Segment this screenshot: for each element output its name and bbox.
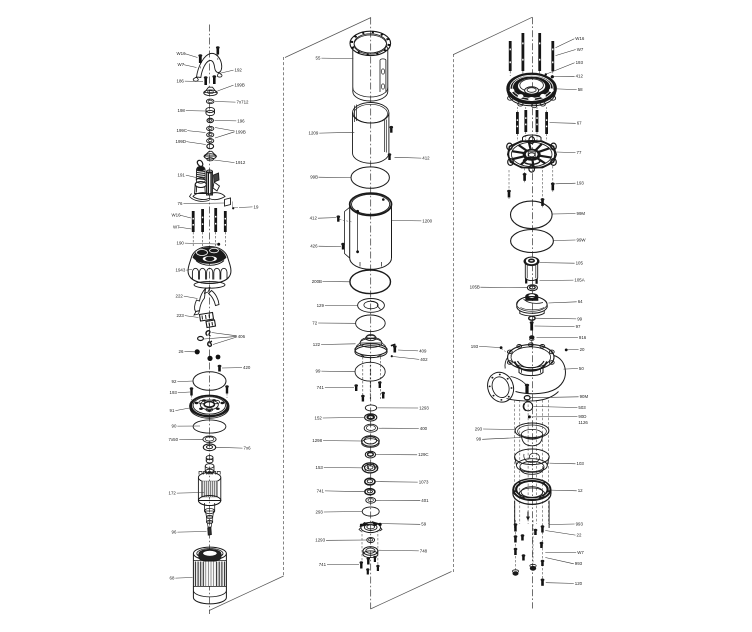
svg-text:W7: W7 (178, 62, 185, 67)
svg-text:99: 99 (476, 437, 481, 442)
svg-text:412: 412 (310, 216, 318, 221)
svg-text:193: 193 (170, 390, 178, 395)
svg-text:993: 993 (575, 561, 583, 566)
svg-text:198: 198 (178, 108, 186, 113)
svg-text:1073: 1073 (419, 480, 429, 485)
svg-text:W16: W16 (172, 213, 182, 218)
svg-text:90M: 90M (580, 394, 589, 399)
svg-text:199D: 199D (176, 139, 187, 144)
svg-text:993: 993 (576, 521, 584, 526)
svg-text:503: 503 (578, 405, 586, 410)
svg-text:129C: 129C (418, 452, 429, 457)
svg-text:193: 193 (577, 181, 585, 186)
svg-text:W7: W7 (577, 47, 584, 52)
svg-text:12: 12 (578, 488, 583, 493)
svg-text:196: 196 (237, 118, 245, 123)
svg-text:199B: 199B (236, 129, 246, 134)
svg-text:426: 426 (310, 244, 318, 249)
svg-text:103: 103 (577, 461, 585, 466)
svg-text:105: 105 (576, 261, 584, 266)
svg-text:191: 191 (178, 173, 186, 178)
svg-text:77: 77 (577, 150, 582, 155)
svg-text:400: 400 (420, 426, 428, 431)
svg-text:172: 172 (169, 491, 177, 496)
svg-text:97: 97 (576, 324, 581, 329)
svg-text:412: 412 (576, 74, 584, 79)
svg-text:741: 741 (317, 385, 325, 390)
svg-text:1293: 1293 (419, 405, 429, 410)
svg-text:50: 50 (579, 366, 584, 371)
svg-text:193: 193 (576, 60, 584, 65)
svg-text:99: 99 (577, 316, 582, 321)
svg-text:W7: W7 (577, 550, 584, 555)
svg-text:1298: 1298 (312, 438, 322, 443)
svg-text:22: 22 (577, 533, 582, 538)
svg-text:W16: W16 (575, 36, 585, 41)
svg-text:W7: W7 (173, 225, 180, 230)
svg-text:120: 120 (575, 581, 583, 586)
svg-text:200B: 200B (312, 279, 322, 284)
svg-text:72: 72 (312, 320, 317, 325)
svg-text:1126: 1126 (578, 420, 588, 425)
svg-text:199B: 199B (235, 83, 245, 88)
svg-text:192: 192 (235, 68, 243, 73)
svg-text:7x6: 7x6 (244, 446, 252, 451)
svg-text:401: 401 (421, 498, 429, 503)
svg-text:1209: 1209 (309, 131, 319, 136)
svg-text:186: 186 (177, 79, 185, 84)
svg-text:402: 402 (420, 357, 428, 362)
svg-text:55: 55 (316, 56, 321, 61)
svg-text:76: 76 (178, 201, 183, 206)
svg-text:W16: W16 (177, 51, 187, 56)
svg-text:68: 68 (170, 576, 175, 581)
svg-text:99M: 99M (577, 211, 586, 216)
svg-text:1293: 1293 (315, 538, 325, 543)
svg-text:741: 741 (317, 488, 325, 493)
svg-text:96: 96 (172, 530, 177, 535)
svg-text:90: 90 (172, 424, 177, 429)
svg-text:916: 916 (579, 335, 587, 340)
svg-text:153: 153 (316, 465, 324, 470)
svg-text:59: 59 (421, 522, 426, 527)
svg-text:92: 92 (172, 379, 177, 384)
svg-text:58: 58 (578, 87, 583, 92)
svg-text:1943: 1943 (176, 268, 186, 273)
svg-text:152: 152 (315, 415, 323, 420)
svg-text:190: 190 (177, 241, 185, 246)
svg-text:90D: 90D (578, 414, 586, 419)
svg-text:67: 67 (577, 121, 582, 126)
svg-text:409: 409 (419, 348, 427, 353)
svg-text:99B: 99B (310, 175, 318, 180)
svg-text:99W: 99W (577, 237, 587, 242)
svg-text:406: 406 (238, 334, 246, 339)
svg-text:105A: 105A (574, 278, 584, 283)
svg-text:741: 741 (319, 562, 327, 567)
svg-text:222: 222 (176, 294, 184, 299)
svg-text:7x50: 7x50 (169, 437, 179, 442)
svg-text:105B: 105B (470, 285, 480, 290)
svg-text:26: 26 (179, 349, 184, 354)
svg-text:99: 99 (316, 369, 321, 374)
svg-text:293: 293 (475, 426, 483, 431)
svg-text:91: 91 (170, 408, 175, 413)
svg-text:122: 122 (313, 342, 321, 347)
svg-text:223: 223 (177, 313, 185, 318)
svg-text:420: 420 (243, 365, 251, 370)
svg-text:129: 129 (317, 303, 325, 308)
svg-text:20: 20 (580, 347, 585, 352)
svg-text:193: 193 (471, 344, 479, 349)
svg-text:748: 748 (420, 548, 428, 553)
svg-text:1912: 1912 (236, 160, 246, 165)
svg-text:64: 64 (578, 299, 583, 304)
svg-text:7x712: 7x712 (237, 100, 250, 105)
svg-text:1200: 1200 (422, 218, 432, 223)
svg-text:19: 19 (254, 204, 259, 209)
svg-text:199C: 199C (177, 128, 188, 133)
svg-text:412: 412 (422, 156, 430, 161)
svg-text:293: 293 (316, 509, 324, 514)
